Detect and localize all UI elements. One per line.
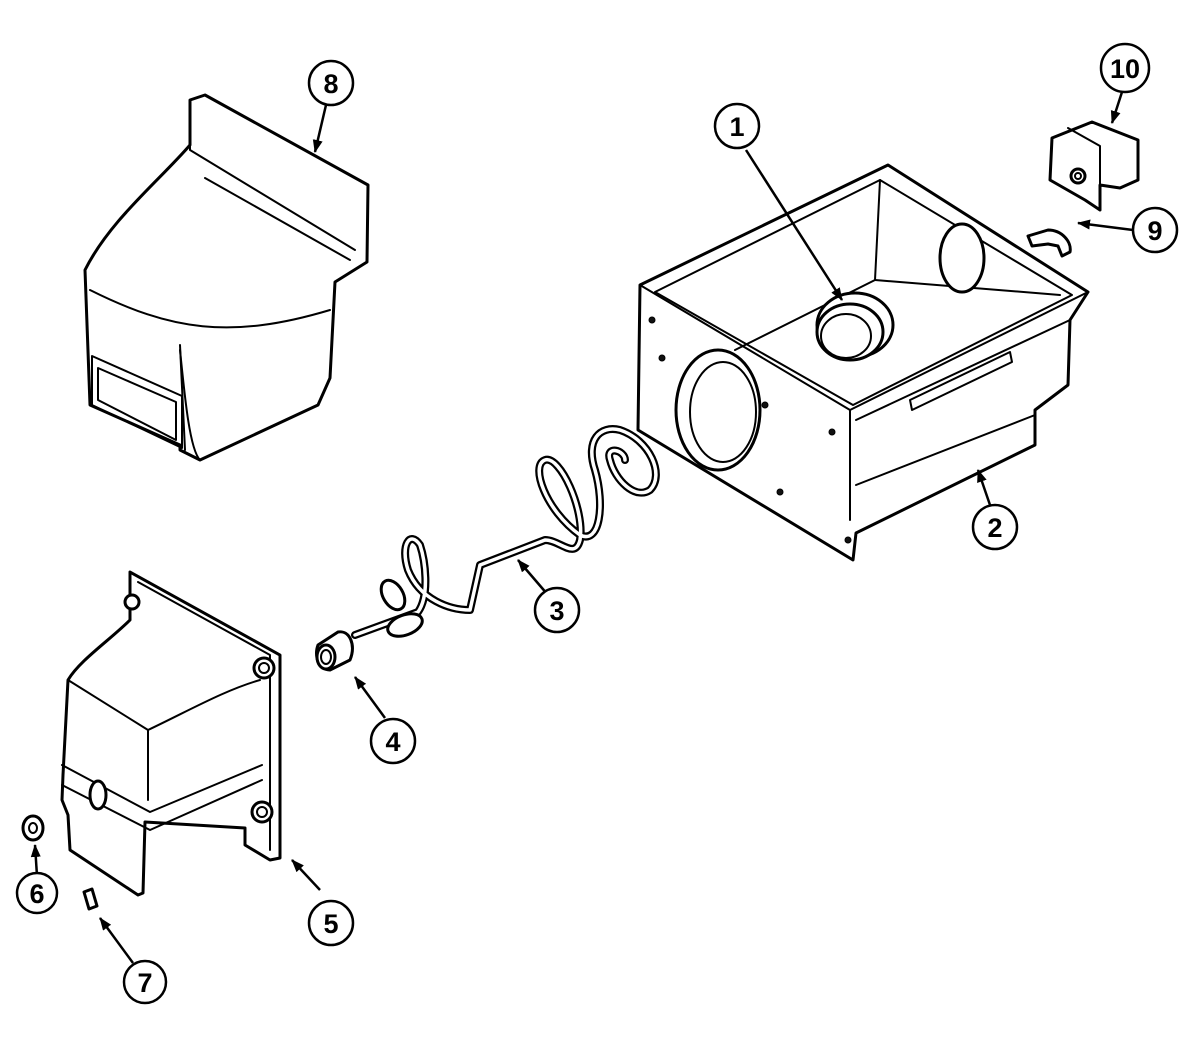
motor-assembly-part xyxy=(60,570,282,897)
leader-1 xyxy=(744,149,844,301)
callout-8: 8 xyxy=(307,59,355,107)
callout-4-label: 4 xyxy=(385,727,400,757)
callout-8-label: 8 xyxy=(323,69,338,99)
callout-6: 6 xyxy=(15,871,59,915)
bushing-part xyxy=(315,630,354,672)
callout-6-label: 6 xyxy=(29,879,44,909)
leader-8 xyxy=(312,104,328,153)
callout-9-label: 9 xyxy=(1147,216,1162,246)
leader-2 xyxy=(976,469,992,506)
chute-cover-part xyxy=(83,93,370,462)
leader-7 xyxy=(98,917,135,964)
leader-lines xyxy=(30,91,1134,964)
pin-part xyxy=(82,887,99,911)
leader-5 xyxy=(291,859,321,891)
callout-5: 5 xyxy=(307,899,355,947)
callout-10-label: 10 xyxy=(1110,54,1140,84)
callout-7: 7 xyxy=(122,959,168,1005)
callout-5-label: 5 xyxy=(323,909,338,939)
callout-1-label: 1 xyxy=(729,112,744,142)
auger-wire-part xyxy=(351,425,660,639)
leader-4 xyxy=(353,676,387,719)
switch-motor-part xyxy=(1048,120,1140,212)
callout-10: 10 xyxy=(1099,42,1151,94)
callout-7-label: 7 xyxy=(137,968,152,998)
clip-part xyxy=(1026,228,1072,258)
nut-part xyxy=(21,814,45,842)
ice-bucket-housing-part xyxy=(636,163,1090,562)
callout-3: 3 xyxy=(533,586,581,634)
callout-2: 2 xyxy=(971,503,1019,551)
callout-4: 4 xyxy=(369,717,417,765)
leader-3 xyxy=(517,559,549,596)
callout-9: 9 xyxy=(1131,206,1179,254)
callout-1: 1 xyxy=(713,102,761,150)
leader-10 xyxy=(1110,91,1124,124)
callout-2-label: 2 xyxy=(987,513,1002,543)
leader-6 xyxy=(30,844,41,877)
callout-3-label: 3 xyxy=(549,596,564,626)
leader-9 xyxy=(1077,219,1134,232)
